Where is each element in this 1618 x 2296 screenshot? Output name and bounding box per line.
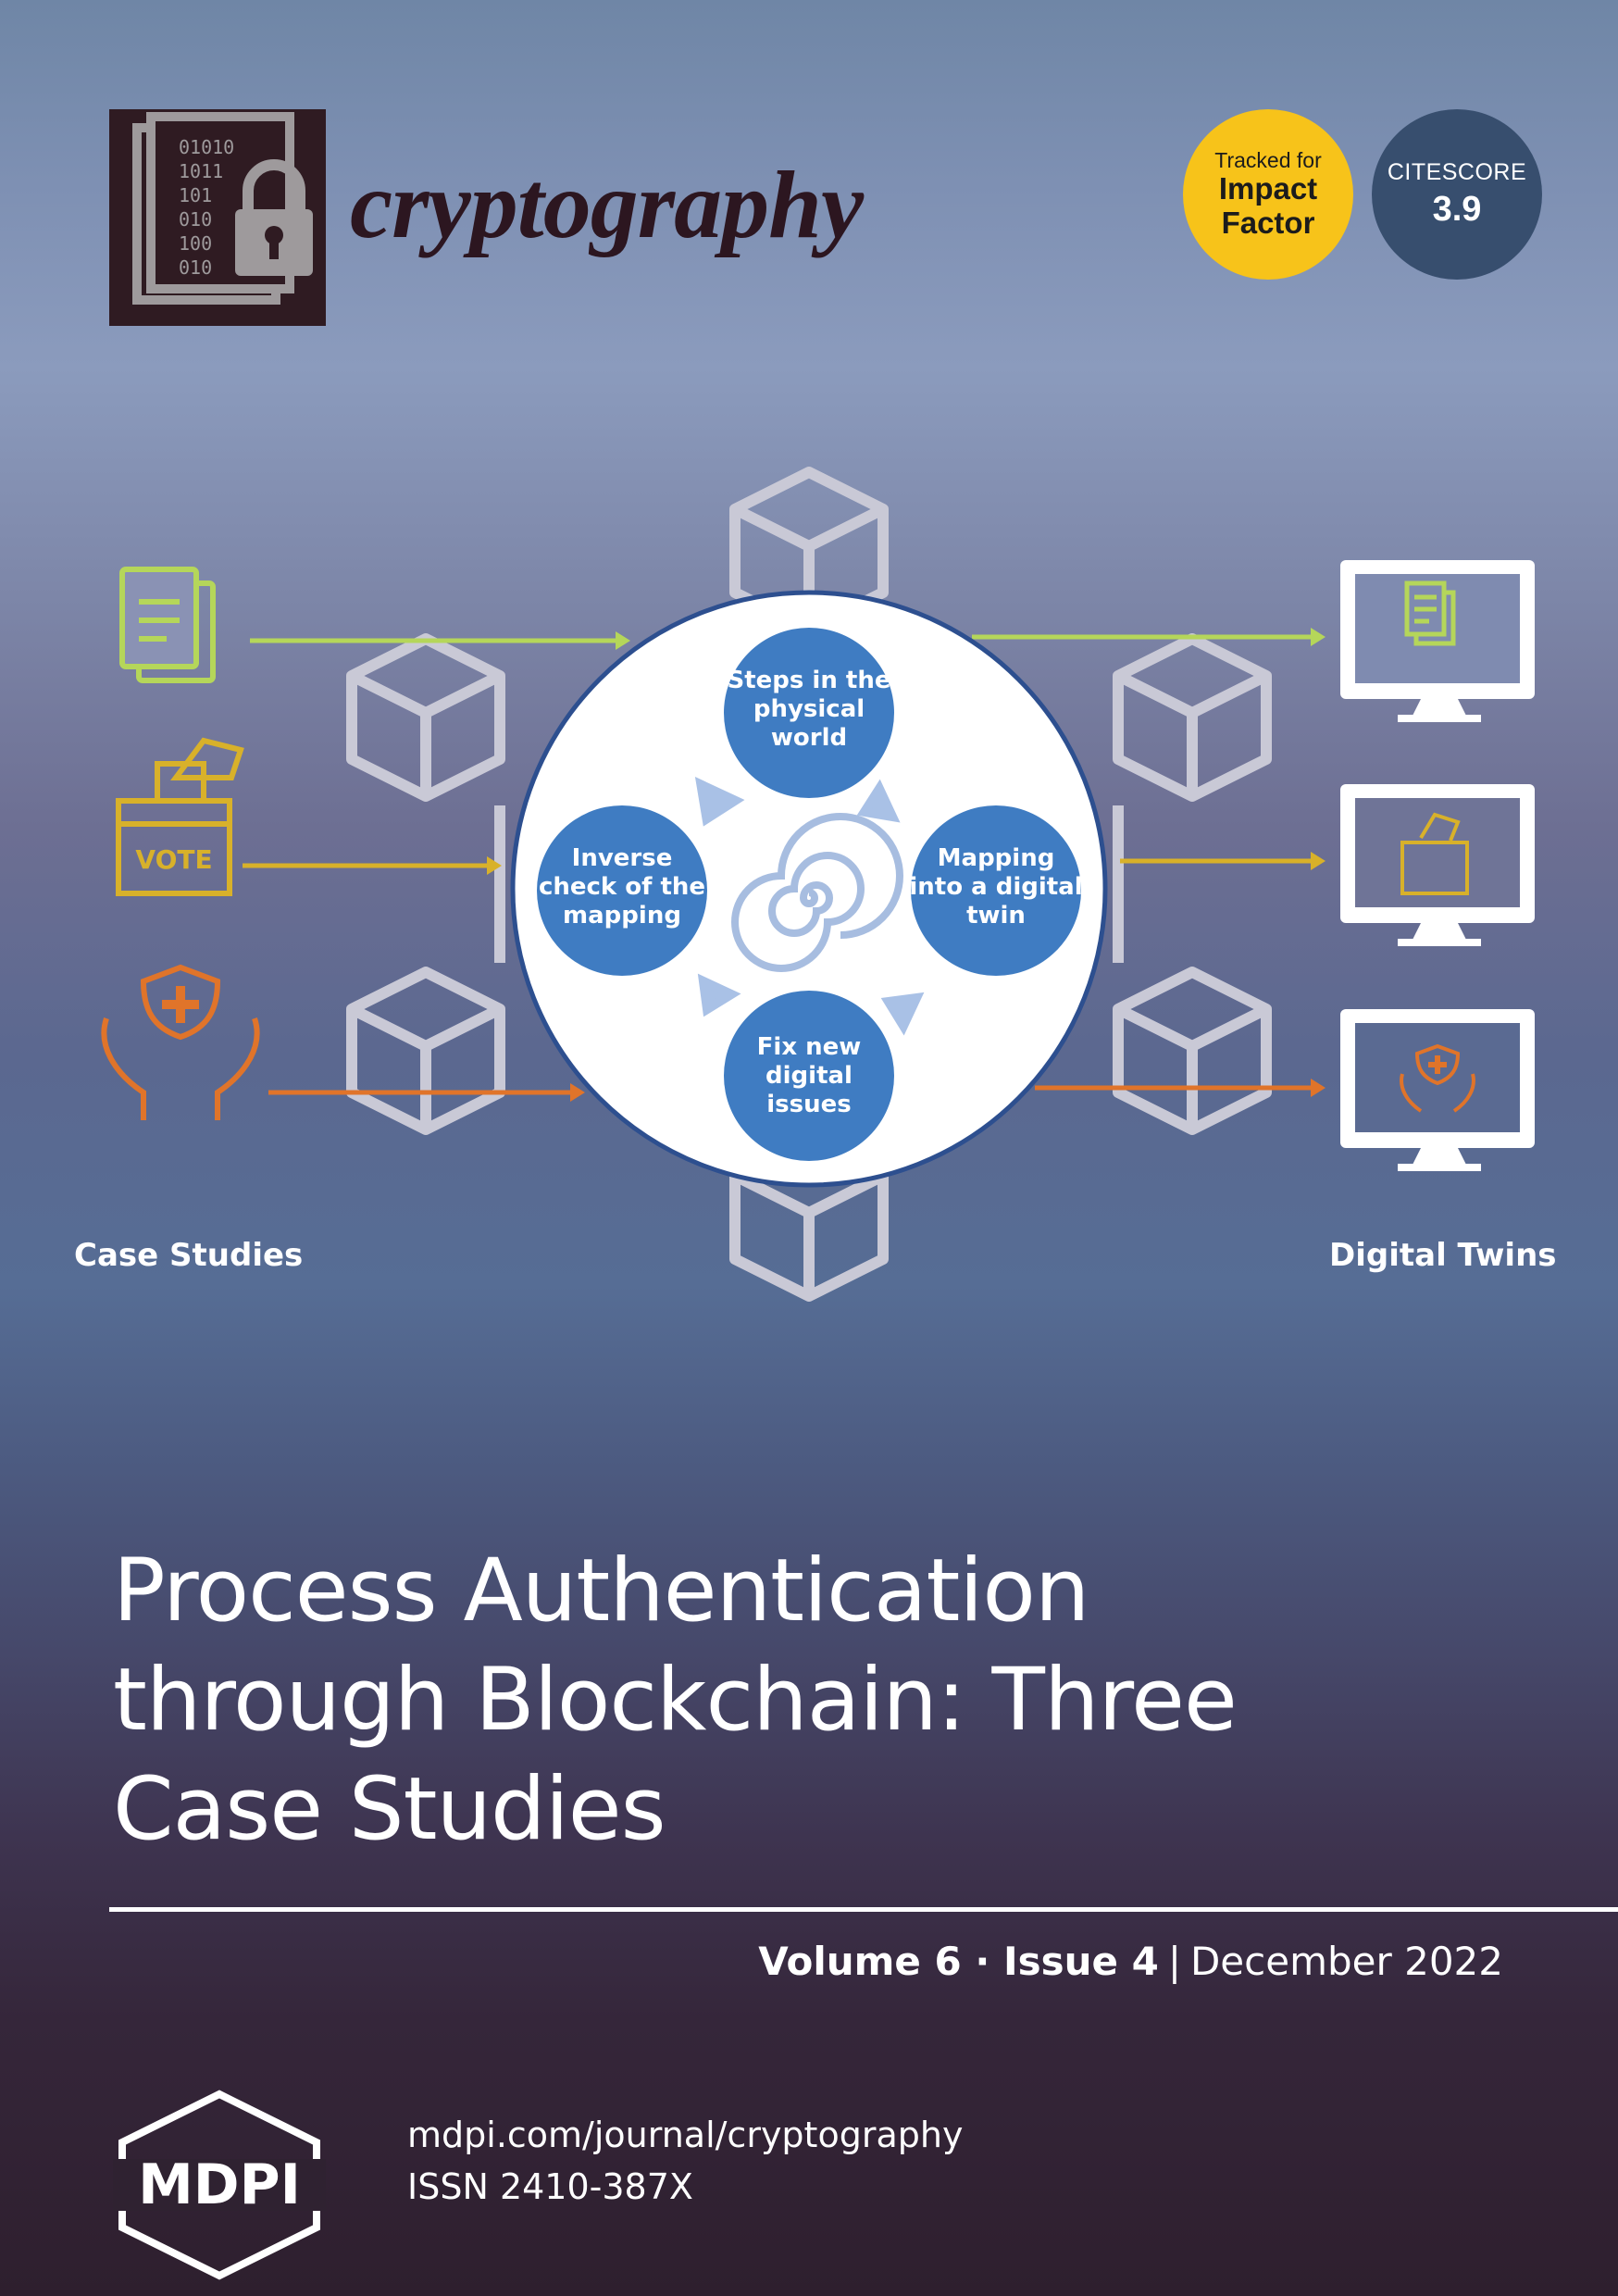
- step-inverse-check: Inverse check of the mapping: [538, 844, 706, 930]
- title-line: Process Authentication: [113, 1541, 1090, 1641]
- vote-label: VOTE: [135, 844, 212, 875]
- arrow-icon: [880, 992, 925, 1036]
- step-physical-world: Steps in the physical world: [727, 667, 891, 753]
- digital-twins-label: Digital Twins: [1329, 1237, 1557, 1274]
- step-circle: [724, 991, 894, 1161]
- binary-line: 100: [179, 232, 212, 255]
- binary-line: 01010: [179, 136, 234, 158]
- mdpi-wordmark: MDPI: [138, 2152, 301, 2217]
- issue-info: Volume 6 · Issue 4|December 2022: [758, 1939, 1503, 1984]
- article-title: Process Authentication through Blockchai…: [113, 1537, 1557, 1865]
- diagram-graphics: VOTE: [101, 444, 1535, 1370]
- step-circle: [911, 805, 1081, 976]
- binary-line: 101: [179, 184, 212, 206]
- step-circle: [537, 805, 707, 976]
- mdpi-hexagon-icon: MDPI: [113, 2090, 326, 2280]
- blockchain-diagram: VOTE: [0, 444, 1618, 1370]
- document-icon: [119, 567, 216, 683]
- monitor-icon: [1340, 784, 1535, 946]
- citescore-label: CITESCORE: [1387, 159, 1527, 185]
- monitor-icon: [1340, 560, 1535, 722]
- healthcare-hands-icon: [101, 964, 260, 1120]
- cube-left-bottom: [352, 972, 500, 1129]
- journal-url[interactable]: mdpi.com/journal/cryptography: [407, 2115, 964, 2155]
- cube-left-top: [352, 639, 500, 796]
- issn: ISSN 2410-387X: [407, 2166, 693, 2207]
- journal-logo: 01010 1011 101 010 100 010: [109, 109, 326, 326]
- citescore-badge: CITESCORE 3.9: [1372, 109, 1542, 280]
- monitor-icon: [1340, 1009, 1535, 1171]
- mdpi-logo: MDPI: [104, 2089, 335, 2281]
- step-digital-twin-mapping: Mapping into a digital twin: [909, 844, 1083, 930]
- impact-factor-badge: Tracked for Impact Factor: [1183, 109, 1353, 280]
- issue-label: Issue 4: [1002, 1939, 1159, 1984]
- case-studies-label: Case Studies: [74, 1237, 304, 1274]
- title-line: Case Studies: [113, 1759, 666, 1860]
- impact-badge-line3: Factor: [1221, 205, 1315, 240]
- binary-line: 010: [179, 256, 212, 279]
- citescore-value: 3.9: [1432, 190, 1482, 229]
- impact-badge-line1: Tracked for: [1214, 148, 1322, 173]
- volume-label: Volume 6: [758, 1939, 962, 1984]
- arrow-icon: [697, 973, 741, 1017]
- binary-line: 010: [179, 208, 212, 231]
- arrow-icon: [856, 779, 901, 823]
- binary-line: 1011: [179, 160, 223, 182]
- arrow-icon: [694, 777, 745, 827]
- title-line: through Blockchain: Three: [113, 1650, 1238, 1751]
- ballot-box-icon: VOTE: [116, 737, 244, 896]
- issue-date: December 2022: [1189, 1939, 1503, 1984]
- cube-right-top: [1118, 639, 1266, 796]
- journal-title: cryptography: [350, 152, 864, 258]
- lock-document-icon: 01010 1011 101 010 100 010: [132, 112, 313, 305]
- impact-badge-line2: Impact: [1218, 171, 1318, 206]
- step-circle: [724, 628, 894, 798]
- divider: [109, 1907, 1618, 1912]
- step-fix-digital-issues: Fix new digital issues: [756, 1033, 862, 1119]
- cube-right-bottom: [1118, 972, 1266, 1129]
- spiral-icon: [731, 813, 903, 972]
